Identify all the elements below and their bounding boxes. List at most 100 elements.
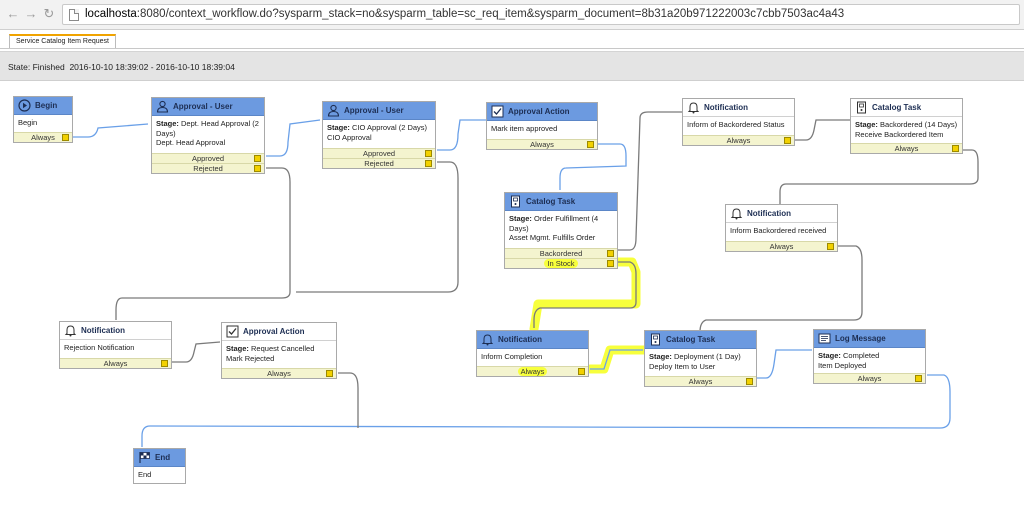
link-notif1-to-task2 — [795, 119, 850, 141]
exit-handle[interactable] — [952, 145, 959, 152]
exit-backordered[interactable]: Backordered — [505, 248, 617, 258]
node-text: Inform Completion — [481, 352, 543, 361]
exit-handle[interactable] — [607, 260, 614, 267]
browser-toolbar: ← → ↻ localhosta:8080/context_workflow.d… — [0, 0, 1024, 30]
exit-always[interactable]: Always — [814, 373, 925, 383]
exit-handle[interactable] — [425, 160, 432, 167]
node-text: Receive Backordered Item — [855, 129, 944, 139]
exit-rejected[interactable]: Rejected — [152, 163, 264, 173]
exit-handle[interactable] — [578, 368, 585, 375]
task-icon — [509, 195, 522, 208]
exit-label: Always — [31, 133, 55, 142]
exit-handle[interactable] — [607, 250, 614, 257]
exit-handle[interactable] — [784, 137, 791, 144]
exit-handle[interactable] — [62, 134, 69, 141]
check-icon — [226, 325, 239, 338]
back-arrow-icon[interactable]: ← — [6, 6, 20, 21]
page-icon — [69, 9, 79, 21]
node-title: Begin — [35, 101, 58, 110]
bell-icon — [481, 333, 494, 346]
node-catalog-task-deployment[interactable]: Catalog Task Stage: Deployment (1 Day)De… — [644, 330, 757, 387]
node-approval-user-dept-head[interactable]: Approval - User Stage: Dept. Head Approv… — [151, 97, 265, 174]
node-text: Begin — [18, 118, 38, 127]
node-catalog-task-backordered[interactable]: Catalog Task Stage: Backordered (14 Days… — [850, 98, 963, 154]
stage-value: Dept. Head Approval (2 Days) — [156, 119, 259, 138]
task-icon — [649, 333, 662, 346]
stage-label: Stage: — [855, 120, 878, 129]
link-notif2-to-task3 — [699, 245, 863, 333]
user-icon — [156, 100, 169, 113]
address-bar[interactable]: localhosta:8080/context_workflow.do?sysp… — [62, 4, 1020, 25]
node-title: End — [155, 453, 171, 462]
exit-in-stock[interactable]: In Stock — [505, 258, 617, 268]
exit-handle[interactable] — [161, 360, 168, 367]
node-notification-inform-completion[interactable]: Notification Inform Completion Always — [476, 330, 589, 377]
stage-label: Stage: — [327, 123, 350, 132]
exit-always[interactable]: Always — [487, 139, 597, 149]
exit-handle[interactable] — [587, 141, 594, 148]
tab-strip: Service Catalog Item Request — [0, 30, 1024, 49]
tab-service-catalog-item-request[interactable]: Service Catalog Item Request — [9, 34, 116, 49]
exit-always[interactable]: Always — [477, 366, 588, 376]
node-end[interactable]: End End — [133, 448, 186, 484]
node-title: Notification — [81, 326, 125, 335]
node-begin[interactable]: Begin Begin Always — [13, 96, 73, 143]
stage-value: Backordered (14 Days) — [880, 120, 958, 129]
node-title: Approval Action — [243, 327, 305, 336]
exit-always[interactable]: Always — [726, 241, 837, 251]
node-text: Mark Rejected — [226, 353, 275, 363]
exit-handle[interactable] — [915, 375, 922, 382]
exit-always[interactable]: Always — [222, 368, 336, 378]
log-icon — [818, 332, 831, 345]
node-text: Rejection Notification — [64, 343, 135, 352]
highlight-instock-arrow — [533, 261, 637, 328]
node-catalog-task-order-fulfillment[interactable]: Catalog Task Stage: Order Fulfillment (4… — [504, 192, 618, 269]
exit-handle[interactable] — [827, 243, 834, 250]
exit-handle[interactable] — [254, 155, 261, 162]
exit-handle[interactable] — [326, 370, 333, 377]
exit-handle[interactable] — [425, 150, 432, 157]
node-title: Approval - User — [173, 102, 233, 111]
exit-always[interactable]: Always — [645, 376, 756, 386]
node-title: Approval Action — [508, 107, 570, 116]
node-text: Inform of Backordered Status — [687, 120, 785, 129]
forward-arrow-icon[interactable]: → — [24, 6, 38, 21]
node-notification-backordered-received[interactable]: Notification Inform Backordered received… — [725, 204, 838, 252]
link-approval1-rejected-to-notif-rej — [115, 167, 291, 320]
exit-always[interactable]: Always — [683, 135, 794, 145]
stage-label: Stage: — [509, 214, 532, 223]
link-approval1-to-approval2 — [266, 119, 321, 157]
node-text: Deploy Item to User — [649, 361, 716, 371]
user-icon — [327, 104, 340, 117]
highlight-instock-link — [529, 257, 641, 334]
node-notification-rejection[interactable]: Notification Rejection Notification Alwa… — [59, 321, 172, 369]
exit-always[interactable]: Always — [60, 358, 171, 368]
node-approval-action-rejected[interactable]: Approval Action Stage: Request Cancelled… — [221, 322, 337, 379]
stage-label: Stage: — [226, 344, 249, 353]
exit-label: Always — [857, 374, 882, 383]
link-approval2-rejected-to-end — [296, 161, 459, 293]
exit-always[interactable]: Always — [851, 143, 962, 153]
workflow-transitions — [72, 111, 979, 447]
node-notification-backordered-status[interactable]: Notification Inform of Backordered Statu… — [682, 98, 795, 146]
checkered-flag-icon — [138, 451, 151, 464]
exit-approved[interactable]: Approved — [323, 148, 435, 158]
node-approval-action-approved[interactable]: Approval Action Mark item approved Alway… — [486, 102, 598, 150]
exit-always[interactable]: Always — [14, 132, 72, 142]
stage-value: CIO Approval (2 Days) — [352, 123, 428, 132]
node-text: Asset Mgmt. Fulfills Order — [509, 233, 596, 242]
reload-icon[interactable]: ↻ — [43, 6, 55, 21]
exit-handle[interactable] — [254, 165, 261, 172]
node-approval-user-cio[interactable]: Approval - User Stage: CIO Approval (2 D… — [322, 101, 436, 169]
state-text: State: Finished 2016-10-10 18:39:02 - 20… — [8, 62, 235, 72]
exit-approved[interactable]: Approved — [152, 153, 264, 163]
exit-rejected[interactable]: Rejected — [323, 158, 435, 168]
exit-label: Approved — [191, 154, 225, 163]
bell-icon — [64, 324, 77, 337]
play-icon — [18, 99, 31, 112]
exit-label: Always — [894, 144, 919, 153]
exit-handle[interactable] — [746, 378, 753, 385]
link-task3-to-log — [757, 349, 812, 379]
node-title: Catalog Task — [872, 103, 922, 112]
